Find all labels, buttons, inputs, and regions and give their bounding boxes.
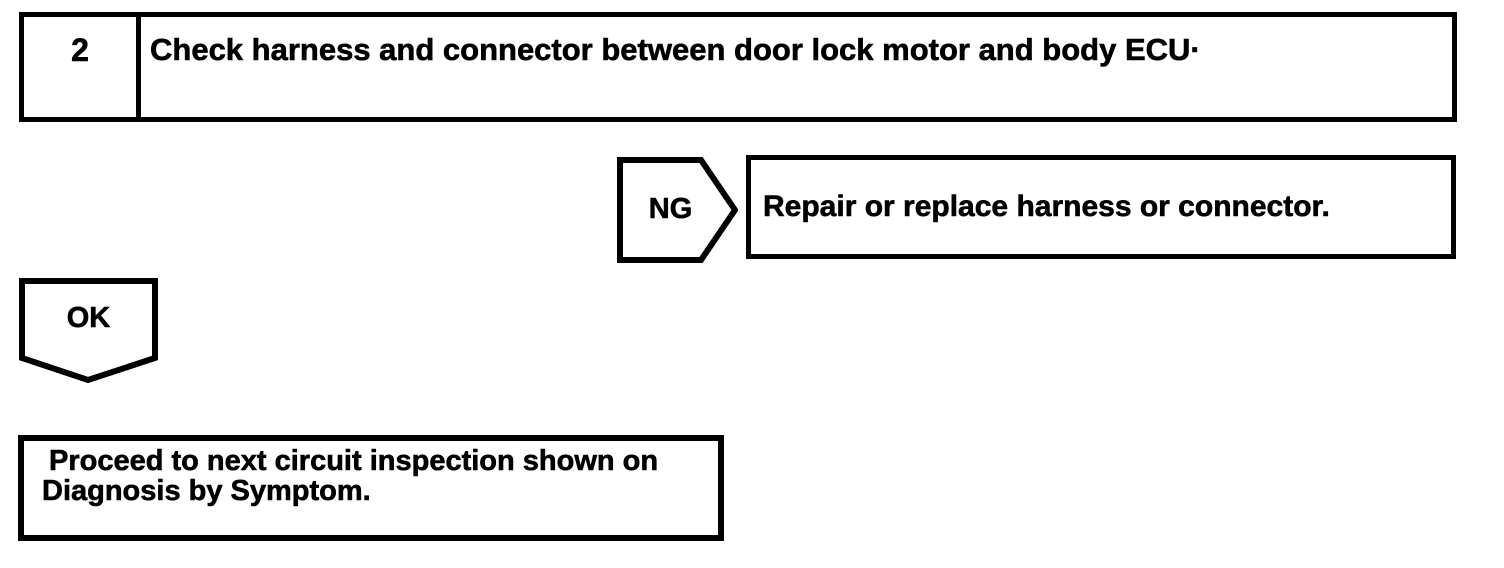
ok-label: OK [66, 302, 111, 334]
step-number: 2 [24, 17, 141, 117]
ng-pentagon-arrow-icon [617, 157, 738, 263]
ng-connector: NG [617, 157, 738, 263]
step-instruction: Check harness and connector between door… [150, 32, 1201, 67]
ng-action-box: Repair or replace harness or connector. [746, 155, 1456, 259]
ok-action-text-line1: Proceed to next circuit inspection shown… [49, 445, 659, 477]
ok-action-box: Proceed to next circuit inspection shown… [18, 435, 724, 541]
ng-action-text: Repair or replace harness or connector. [763, 190, 1330, 224]
step-box: 2 Check harness and connector between do… [19, 12, 1457, 122]
ng-label: NG [648, 193, 693, 225]
ok-pentagon-arrow-icon [19, 278, 158, 383]
ok-connector: OK [19, 278, 158, 383]
ok-action-text-line2: Diagnosis by Symptom. [42, 475, 371, 507]
